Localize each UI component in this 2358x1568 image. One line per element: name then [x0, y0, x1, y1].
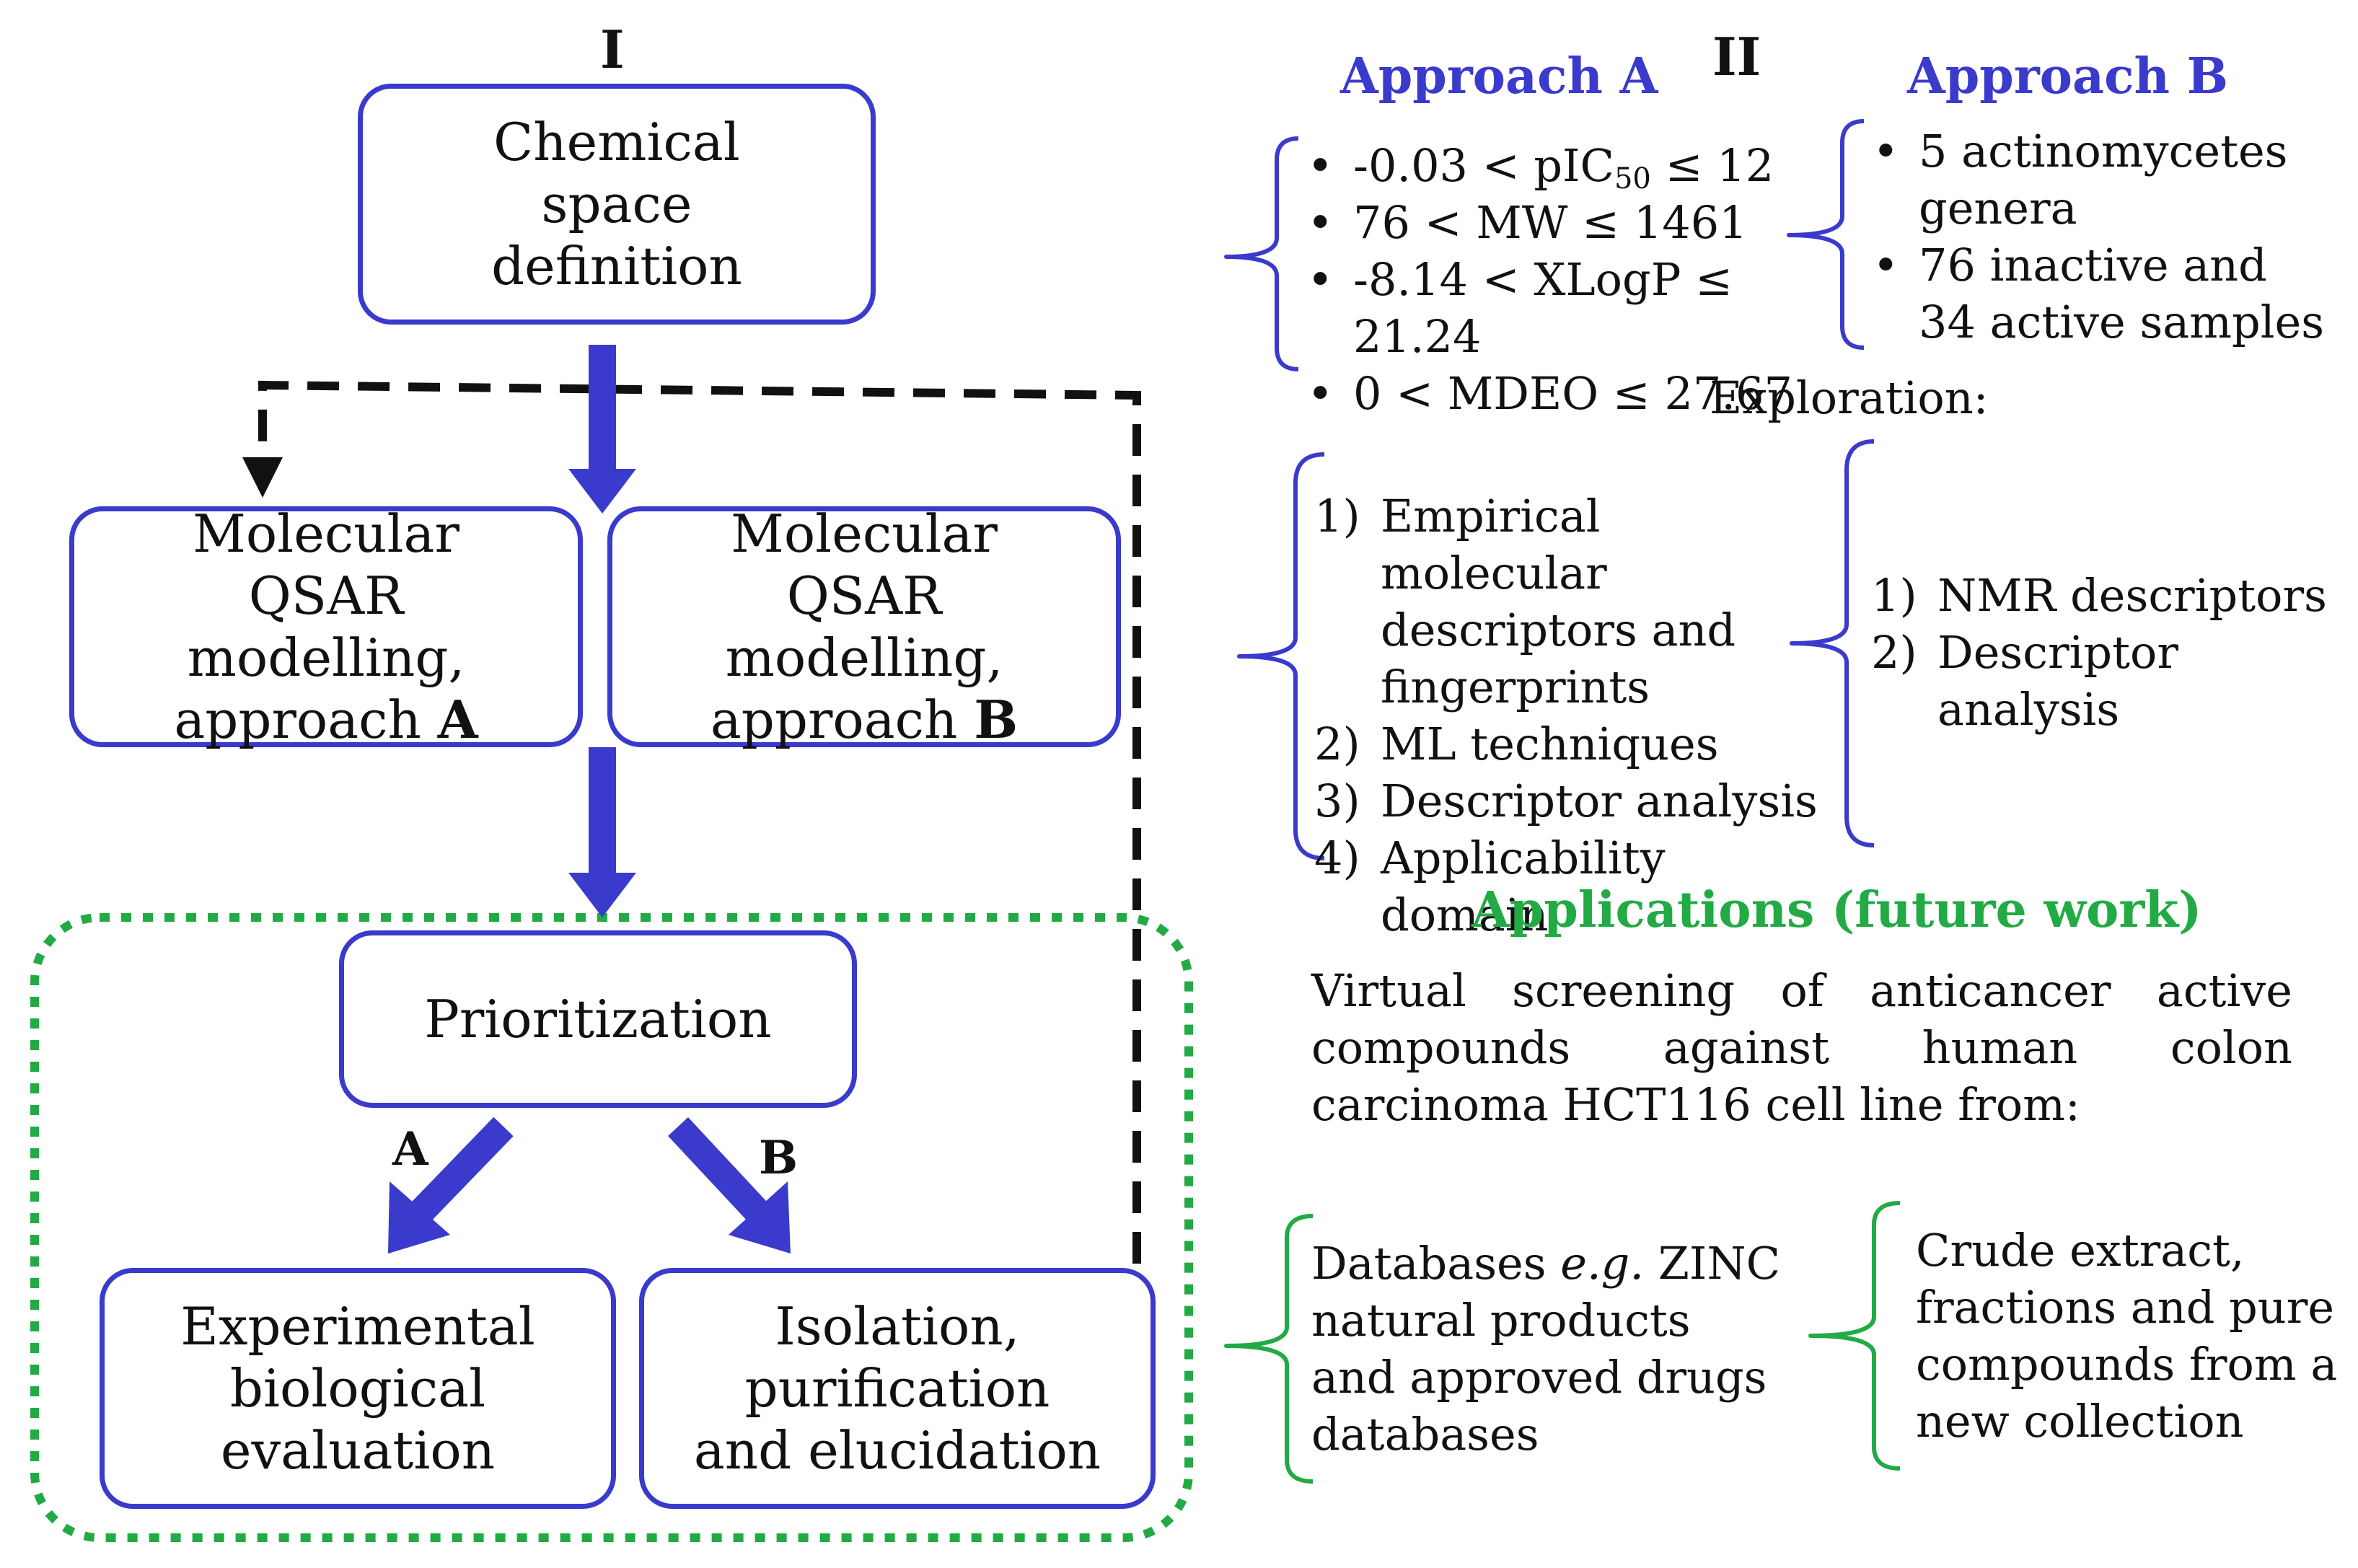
arrow-b-label: B [759, 1131, 799, 1185]
qsar-a-letter: A [437, 689, 478, 750]
exploration-label: Exploration: [1710, 371, 1989, 424]
qsar-a-label: Molecular QSAR modelling, approach A [124, 503, 528, 751]
approach-a-title: Approach A [1340, 48, 1658, 105]
approach-a-criterion: -8.14 < XLogP ≤ 21.24 [1303, 251, 1808, 365]
feedback-dashed-line [258, 380, 1141, 1264]
databases-brace [1224, 1214, 1314, 1484]
exploration-a-brace [1237, 452, 1325, 860]
qsar-b-text: Molecular QSAR modelling, approach [710, 503, 1003, 750]
exploration-a-item: 3)Descriptor analysis [1314, 775, 1818, 827]
qsar-b-letter: B [974, 689, 1019, 750]
exploration-a-item: 2)ML techniques [1314, 718, 1719, 770]
applications-intro: Virtual screening of anticancer active c… [1311, 964, 2292, 1131]
isolation-box: Isolation, purification and elucidation [639, 1268, 1156, 1509]
arrow-qsar-to-prioritization [568, 747, 636, 917]
approach-a-criterion: 0 < MDEO ≤ 27.67 [1303, 365, 1808, 422]
prioritization-box: Prioritization [339, 930, 857, 1108]
chemical-space-box: Chemical space definition [358, 84, 876, 325]
arrow-prioritization-to-experimental [388, 1116, 514, 1254]
crude-extract-text: Crude extract, fractions and pure compou… [1916, 1224, 2338, 1448]
crude-brace [1808, 1201, 1901, 1471]
experimental-box: Experimental biological evaluation [100, 1268, 616, 1509]
panel-label-ii: II [1712, 26, 1761, 87]
approach-b-criterion: 76 inactive and 34 active samples [1868, 237, 2330, 351]
arrow-a-label: A [392, 1122, 428, 1176]
qsar-b-box: Molecular QSAR modelling, approach B [607, 503, 1121, 750]
approach-a-brace [1224, 136, 1299, 371]
approach-a-criteria: -0.03 < pIC50 ≤ 12 76 < MW ≤ 1461 -8.14 … [1303, 137, 1808, 422]
qsar-a-text: Molecular QSAR modelling, approach [174, 503, 465, 750]
chemical-space-label: Chemical space definition [491, 112, 742, 296]
approach-b-title: Approach B [1907, 48, 2229, 105]
qsar-a-box: Molecular QSAR modelling, approach A [69, 503, 583, 750]
experimental-label: Experimental biological evaluation [180, 1296, 535, 1481]
exploration-b-brace [1790, 439, 1875, 847]
isolation-label: Isolation, purification and elucidation [693, 1296, 1101, 1481]
applications-title: Applications (future work) [1471, 881, 2202, 939]
approach-a-criterion: 76 < MW ≤ 1461 [1303, 194, 1808, 251]
feedback-arrowhead [242, 457, 283, 498]
exploration-a-list: 1)Empirical molecular descriptors and fi… [1314, 488, 1834, 943]
prioritization-label: Prioritization [424, 989, 772, 1049]
exploration-a-item: 4)Applicability domain [1314, 832, 1666, 941]
panel-label-i: I [600, 19, 625, 80]
qsar-b-label: Molecular QSAR modelling, approach B [662, 503, 1066, 751]
exploration-b-item: 2)Descriptor analysis [1871, 626, 2178, 736]
arrow-prioritization-to-isolation [668, 1117, 791, 1254]
approach-a-criterion: -0.03 < pIC50 ≤ 12 [1303, 137, 1808, 194]
prioritization-group-outline [30, 913, 1193, 1542]
databases-text: Databases e.g. ZINC natural products and… [1311, 1237, 1781, 1461]
exploration-b-item: 1)NMR descriptors [1871, 569, 2327, 622]
exploration-b-list: 1)NMR descriptors 2)Descriptor analysis [1871, 567, 2358, 738]
approach-b-criteria: 5 actinomycetes genera 76 inactive and 3… [1868, 123, 2330, 351]
exploration-a-item: 1)Empirical molecular descriptors and fi… [1314, 490, 1736, 713]
arrow-chemical-to-qsar-b [568, 345, 636, 514]
approach-b-criterion: 5 actinomycetes genera [1868, 123, 2330, 237]
